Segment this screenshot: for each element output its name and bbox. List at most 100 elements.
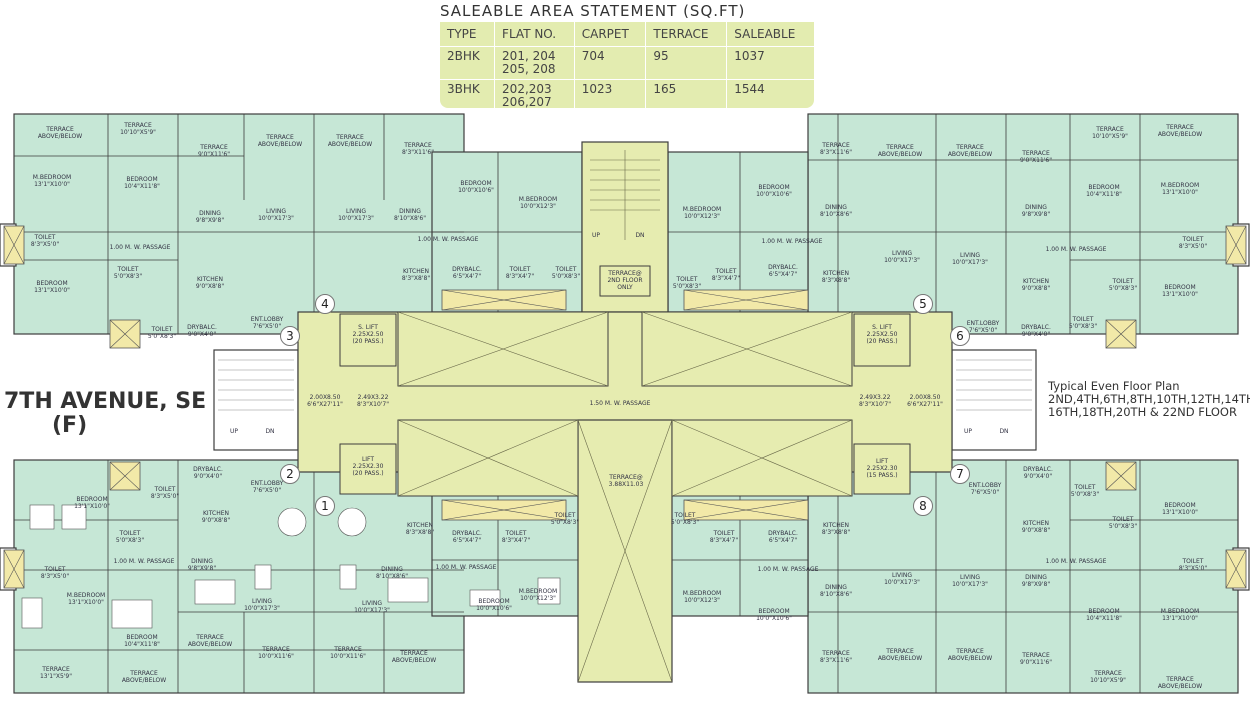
room-label: ENT.LOBBY 7'6"X5'0" bbox=[966, 320, 1000, 334]
room-label: TOILET 5'0"X8'3" bbox=[115, 530, 145, 544]
stair-down-label: DN bbox=[265, 428, 275, 435]
room-label: LIVING 10'0"X17'3" bbox=[338, 208, 374, 222]
room-label: TERRACE 10'10"X5'9" bbox=[120, 122, 156, 136]
room-label: TERRACE ABOVE/BELOW bbox=[187, 634, 233, 648]
room-label: TERRACE 13'1"X5'9" bbox=[39, 666, 72, 680]
cell-flat-no: 202,203 206,207 bbox=[494, 79, 575, 112]
room-label: TERRACE ABOVE/BELOW bbox=[257, 134, 303, 148]
terrace-label: TERRACE@ 3.88X11.03 bbox=[608, 474, 644, 488]
room-label: TERRACE ABOVE/BELOW bbox=[1157, 676, 1203, 690]
room-label: LIVING 10'0"X17'3" bbox=[952, 252, 988, 266]
room-label: LIVING 10'0"X17'3" bbox=[244, 598, 280, 612]
lift-label: LIFT 2.25X2.30 (20 PASS.) bbox=[352, 456, 384, 477]
room-label: LIVING 10'0"X17'3" bbox=[258, 208, 294, 222]
room-label: TOILET 5'0"X8'3" bbox=[670, 512, 700, 526]
lobby-label: 2.00X8.50 6'6"X27'11" bbox=[907, 394, 943, 408]
room-label: TOILET 5'0"X8'3" bbox=[1108, 278, 1138, 292]
room-label: TOILET 5'0"X8'3" bbox=[1070, 484, 1100, 498]
room-label: M.BEDROOM 13'1"X10'0" bbox=[32, 174, 72, 188]
room-label: TERRACE 8'3"X11'6" bbox=[819, 650, 852, 664]
room-label: DRYBALC. 9'0"X4'0" bbox=[193, 466, 223, 480]
col-header: FLAT NO. bbox=[494, 22, 575, 47]
statement-title: SALEABLE AREA STATEMENT (SQ.FT) bbox=[440, 2, 746, 20]
passage-label: 1.00 M. W. PASSAGE bbox=[1045, 246, 1107, 253]
room-label: TERRACE ABOVE/BELOW bbox=[947, 144, 993, 158]
room-label: TOILET 5'0"X8'3" bbox=[1068, 316, 1098, 330]
room-label: TERRACE ABOVE/BELOW bbox=[877, 144, 923, 158]
room-label: TERRACE ABOVE/BELOW bbox=[391, 650, 437, 664]
room-label: TERRACE ABOVE/BELOW bbox=[121, 670, 167, 684]
room-label: TERRACE ABOVE/BELOW bbox=[947, 648, 993, 662]
room-label: DINING 8'10"X8'6" bbox=[393, 208, 426, 222]
room-label: BEDROOM 10'4"X11'8" bbox=[124, 176, 160, 190]
room-label: BEDROOM 13'1"X10'0" bbox=[74, 496, 110, 510]
room-label: M.BEDROOM 10'0"X12'3" bbox=[518, 588, 558, 602]
room-label: BEDROOM 13'1"X10'0" bbox=[1162, 502, 1198, 516]
room-label: DINING 9'8"X9'8" bbox=[1021, 574, 1051, 588]
room-label: DRYBALC. 6'5"X4'7" bbox=[768, 530, 798, 544]
room-label: BEDROOM 10'4"X11'8" bbox=[1086, 184, 1122, 198]
flat-number-5: 5 bbox=[913, 294, 933, 314]
room-label: LIVING 10'0"X17'3" bbox=[884, 250, 920, 264]
stair-up-label: UP bbox=[229, 428, 238, 435]
room-label: BEDROOM 13'1"X10'0" bbox=[34, 280, 70, 294]
room-label: LIVING 10'0"X17'3" bbox=[354, 600, 390, 614]
room-label: M.BEDROOM 10'0"X12'3" bbox=[682, 206, 722, 220]
table-row: 2BHK 201, 204 205, 208 704 95 1037 bbox=[440, 46, 814, 80]
room-label: DRYBALC. 9'0"X4'0" bbox=[1023, 466, 1053, 480]
room-label: KITCHEN 8'3"X8'8" bbox=[401, 268, 431, 282]
room-label: TOILET 8'3"X5'0" bbox=[30, 234, 60, 248]
room-label: TOILET 8'3"X4'7" bbox=[709, 530, 739, 544]
room-label: DINING 8'10"X8'6" bbox=[819, 204, 852, 218]
room-label: TERRACE ABOVE/BELOW bbox=[877, 648, 923, 662]
room-label: TOILET 8'3"X5'0" bbox=[1178, 236, 1208, 250]
floor-plan-note-floors: 2ND,4TH,6TH,8TH,10TH,12TH,14TH, bbox=[1048, 392, 1250, 406]
room-label: KITCHEN 9'0"X8'8" bbox=[201, 510, 231, 524]
flat-number-1: 1 bbox=[315, 496, 335, 516]
floor-plan-note-floors: 16TH,18TH,20TH & 22ND FLOOR bbox=[1048, 405, 1237, 419]
room-label: TERRACE ABOVE/BELOW bbox=[1157, 124, 1203, 138]
room-label: BEDROOM 10'0"X10'6" bbox=[756, 184, 792, 198]
room-label: TOILET 5'0"X8'3" bbox=[147, 326, 177, 340]
room-label: DRYBALC. 9'0"X4'0" bbox=[187, 324, 217, 338]
lift-label: LIFT 2.25X2.30 (15 PASS.) bbox=[866, 458, 898, 479]
room-label: ENT.LOBBY 7'6"X5'0" bbox=[250, 480, 284, 494]
area-statement-table: TYPE FLAT NO. CARPET TERRACE SALEABLE 2B… bbox=[440, 22, 814, 112]
floor-plan-note: Typical Even Floor Plan 2ND,4TH,6TH,8TH,… bbox=[1048, 380, 1250, 419]
room-label: BEDROOM 10'4"X11'8" bbox=[1086, 608, 1122, 622]
table-header-row: TYPE FLAT NO. CARPET TERRACE SALEABLE bbox=[440, 22, 814, 47]
room-label: TERRACE 8'3"X11'6" bbox=[401, 142, 434, 156]
room-label: TERRACE 8'3"X11'6" bbox=[819, 142, 852, 156]
room-label: M.BEDROOM 10'0"X12'3" bbox=[518, 196, 558, 210]
lobby-label: 2.49X3.22 8'3"X10'7" bbox=[356, 394, 389, 408]
col-header: SALEABLE bbox=[726, 22, 814, 47]
col-header: TYPE bbox=[440, 22, 495, 47]
room-label: M.BEDROOM 10'0"X12'3" bbox=[682, 590, 722, 604]
flat-number-3: 3 bbox=[280, 326, 300, 346]
room-label: ENT.LOBBY 7'6"X5'0" bbox=[968, 482, 1002, 496]
room-label: DRYBALC. 6'5"X4'7" bbox=[452, 530, 482, 544]
flat-number-2: 2 bbox=[280, 464, 300, 484]
room-label: DINING 8'10"X8'6" bbox=[375, 566, 408, 580]
flat-number-8: 8 bbox=[913, 496, 933, 516]
passage-label: 1.00 M. W. PASSAGE bbox=[109, 244, 171, 251]
room-label: DINING 8'10"X8'6" bbox=[819, 584, 852, 598]
lobby-label: 2.00X8.50 6'6"X27'11" bbox=[307, 394, 343, 408]
stair-down-label: DN bbox=[635, 232, 645, 239]
room-label: TERRACE ABOVE/BELOW bbox=[37, 126, 83, 140]
table-row: 3BHK 202,203 206,207 1023 165 1544 bbox=[440, 79, 814, 112]
passage-label: 1.00 M. W. PASSAGE bbox=[435, 564, 497, 571]
terrace-label: TERRACE@ 2ND FLOOR ONLY bbox=[607, 270, 643, 291]
room-label: TERRACE 10'0"X11'6" bbox=[330, 646, 366, 660]
room-label: TOILET 8'3"X5'0" bbox=[150, 486, 180, 500]
flat-number-4: 4 bbox=[315, 294, 335, 314]
room-label: BEDROOM 13'1"X10'0" bbox=[1162, 284, 1198, 298]
room-label: TOILET 8'3"X5'0" bbox=[40, 566, 70, 580]
room-label: TERRACE 10'10"X5'9" bbox=[1090, 670, 1126, 684]
stair-down-label: DN bbox=[999, 428, 1009, 435]
cell-terrace: 95 bbox=[645, 46, 727, 80]
cell-saleable: 1037 bbox=[726, 46, 814, 80]
room-label: DRYBALC. 6'5"X4'7" bbox=[768, 264, 798, 278]
room-label: DINING 9'8"X9'8" bbox=[187, 558, 217, 572]
passage-label: 1.00 M. W. PASSAGE bbox=[761, 238, 823, 245]
